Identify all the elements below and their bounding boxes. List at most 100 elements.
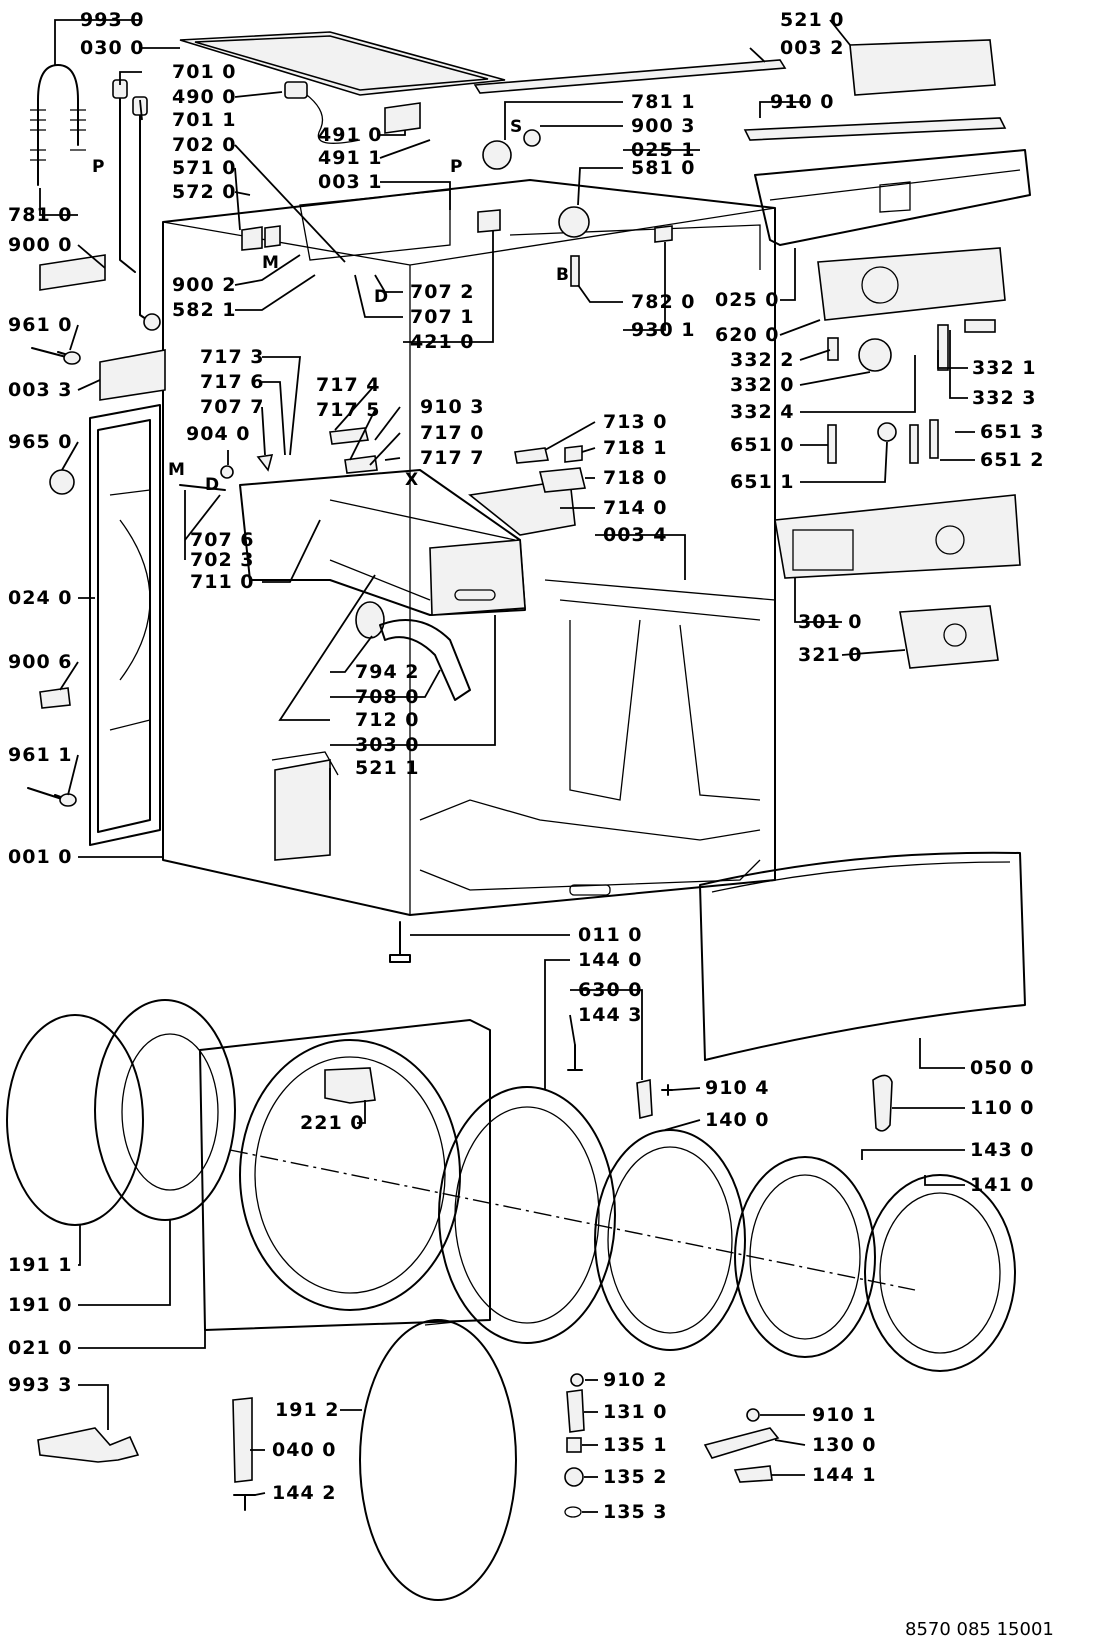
part-label: 011 0 — [578, 924, 643, 946]
part-label: 040 0 — [272, 1439, 337, 1461]
part-label: 900 3 — [631, 115, 696, 137]
pump-filter-part — [49, 469, 75, 495]
worktop-part — [179, 31, 506, 96]
console-rail-part — [743, 117, 1007, 141]
part-label: 620 0 — [715, 324, 780, 346]
part-label: 708 0 — [355, 686, 420, 708]
control-panel-part — [774, 494, 1021, 579]
part-label: 303 0 — [355, 734, 420, 756]
part-label: 794 2 — [355, 661, 420, 683]
door-seal-part — [94, 999, 236, 1221]
part-label: 135 1 — [603, 1434, 668, 1456]
part-label: 571 0 — [172, 157, 237, 179]
fascia-part — [899, 605, 999, 669]
door-handle-lever-part — [703, 1427, 780, 1459]
door-glass-ring-part — [594, 1129, 746, 1351]
part-label: 110 0 — [970, 1097, 1035, 1119]
part-label: 581 0 — [631, 157, 696, 179]
part-label: 131 0 — [603, 1401, 668, 1423]
knob-part — [858, 338, 892, 372]
marker-label: M — [168, 460, 185, 480]
part-label: 321 0 — [798, 644, 863, 666]
part-label: 717 0 — [420, 422, 485, 444]
part-label: 910 1 — [812, 1404, 877, 1426]
part-label: 572 0 — [172, 181, 237, 203]
part-label: 025 0 — [715, 289, 780, 311]
part-label: 491 1 — [318, 147, 383, 169]
marker-label: B — [556, 265, 569, 285]
part-label: 718 0 — [603, 467, 668, 489]
marker-label: D — [205, 475, 219, 495]
part-labels: 993 0 030 0 701 0 490 0 701 1 702 0 571 … — [8, 9, 1045, 1523]
inlet-hose-part — [119, 84, 156, 326]
handle-part — [872, 1074, 893, 1132]
part-label: 003 3 — [8, 379, 73, 401]
drain-hose-part — [37, 64, 79, 186]
part-label: 651 3 — [980, 421, 1045, 443]
door-axis-line — [229, 1149, 916, 1291]
round-cover-part — [359, 1319, 517, 1601]
part-label: 030 0 — [80, 37, 145, 59]
part-label: 781 1 — [631, 91, 696, 113]
back-panel-part — [89, 404, 161, 846]
letter-markers: P P S M M D D B X — [92, 117, 569, 495]
part-drawings — [6, 31, 1031, 1601]
part-label: 144 0 — [578, 949, 643, 971]
part-label: 143 0 — [970, 1139, 1035, 1161]
part-label: 144 1 — [812, 1464, 877, 1486]
foot-part — [389, 921, 411, 963]
part-label: 965 0 — [8, 431, 73, 453]
front-panel-part — [199, 1019, 491, 1331]
part-label: 930 1 — [631, 319, 696, 341]
part-label: 332 0 — [730, 374, 795, 396]
part-label: 130 0 — [812, 1434, 877, 1456]
part-label: 135 2 — [603, 1466, 668, 1488]
part-label: 713 0 — [603, 411, 668, 433]
dispenser-drawer-part — [429, 539, 526, 616]
part-label: 024 0 — [8, 587, 73, 609]
part-label: 718 1 — [603, 437, 668, 459]
part-label: 900 0 — [8, 234, 73, 256]
part-label: 651 0 — [730, 434, 795, 456]
part-label: 141 0 — [970, 1174, 1035, 1196]
part-label: 910 3 — [420, 396, 485, 418]
pressure-switch-part — [558, 206, 590, 238]
part-label: 781 0 — [8, 204, 73, 226]
part-label: 050 0 — [970, 1057, 1035, 1079]
part-label: 714 0 — [603, 497, 668, 519]
part-label: 707 1 — [410, 306, 475, 328]
dispenser-part — [239, 469, 526, 616]
part-label: 003 1 — [318, 171, 383, 193]
mount-plate-part — [39, 254, 106, 291]
valve-part — [241, 225, 281, 251]
part-label: 701 1 — [172, 109, 237, 131]
part-label: 221 0 — [300, 1112, 365, 1134]
part-label: 711 0 — [190, 571, 255, 593]
marker-label: X — [405, 470, 418, 490]
hinge-part — [636, 1079, 653, 1120]
console-part — [754, 149, 1031, 246]
marker-label: P — [450, 157, 462, 177]
part-label: 961 0 — [8, 314, 73, 336]
part-label: 717 4 — [316, 374, 381, 396]
latch-part — [232, 1397, 253, 1483]
filter-part — [384, 102, 421, 134]
part-label: 701 0 — [172, 61, 237, 83]
pcb-part — [817, 247, 1006, 321]
part-label: 993 3 — [8, 1374, 73, 1396]
marker-label: P — [92, 157, 104, 177]
part-label: 135 3 — [603, 1501, 668, 1523]
part-label: 717 6 — [200, 371, 265, 393]
part-label: 707 7 — [200, 396, 265, 418]
door-catch-part — [733, 1465, 773, 1483]
part-label: 521 1 — [355, 757, 420, 779]
part-label: 001 0 — [8, 846, 73, 868]
wire-harness-part — [299, 89, 361, 144]
part-label: 021 0 — [8, 1337, 73, 1359]
part-label: 630 0 — [578, 979, 643, 1001]
solenoid-part — [274, 759, 331, 861]
part-label: 191 1 — [8, 1254, 73, 1276]
part-label: 717 7 — [420, 447, 485, 469]
part-label: 521 0 — [780, 9, 845, 31]
part-label: 191 2 — [275, 1399, 340, 1421]
